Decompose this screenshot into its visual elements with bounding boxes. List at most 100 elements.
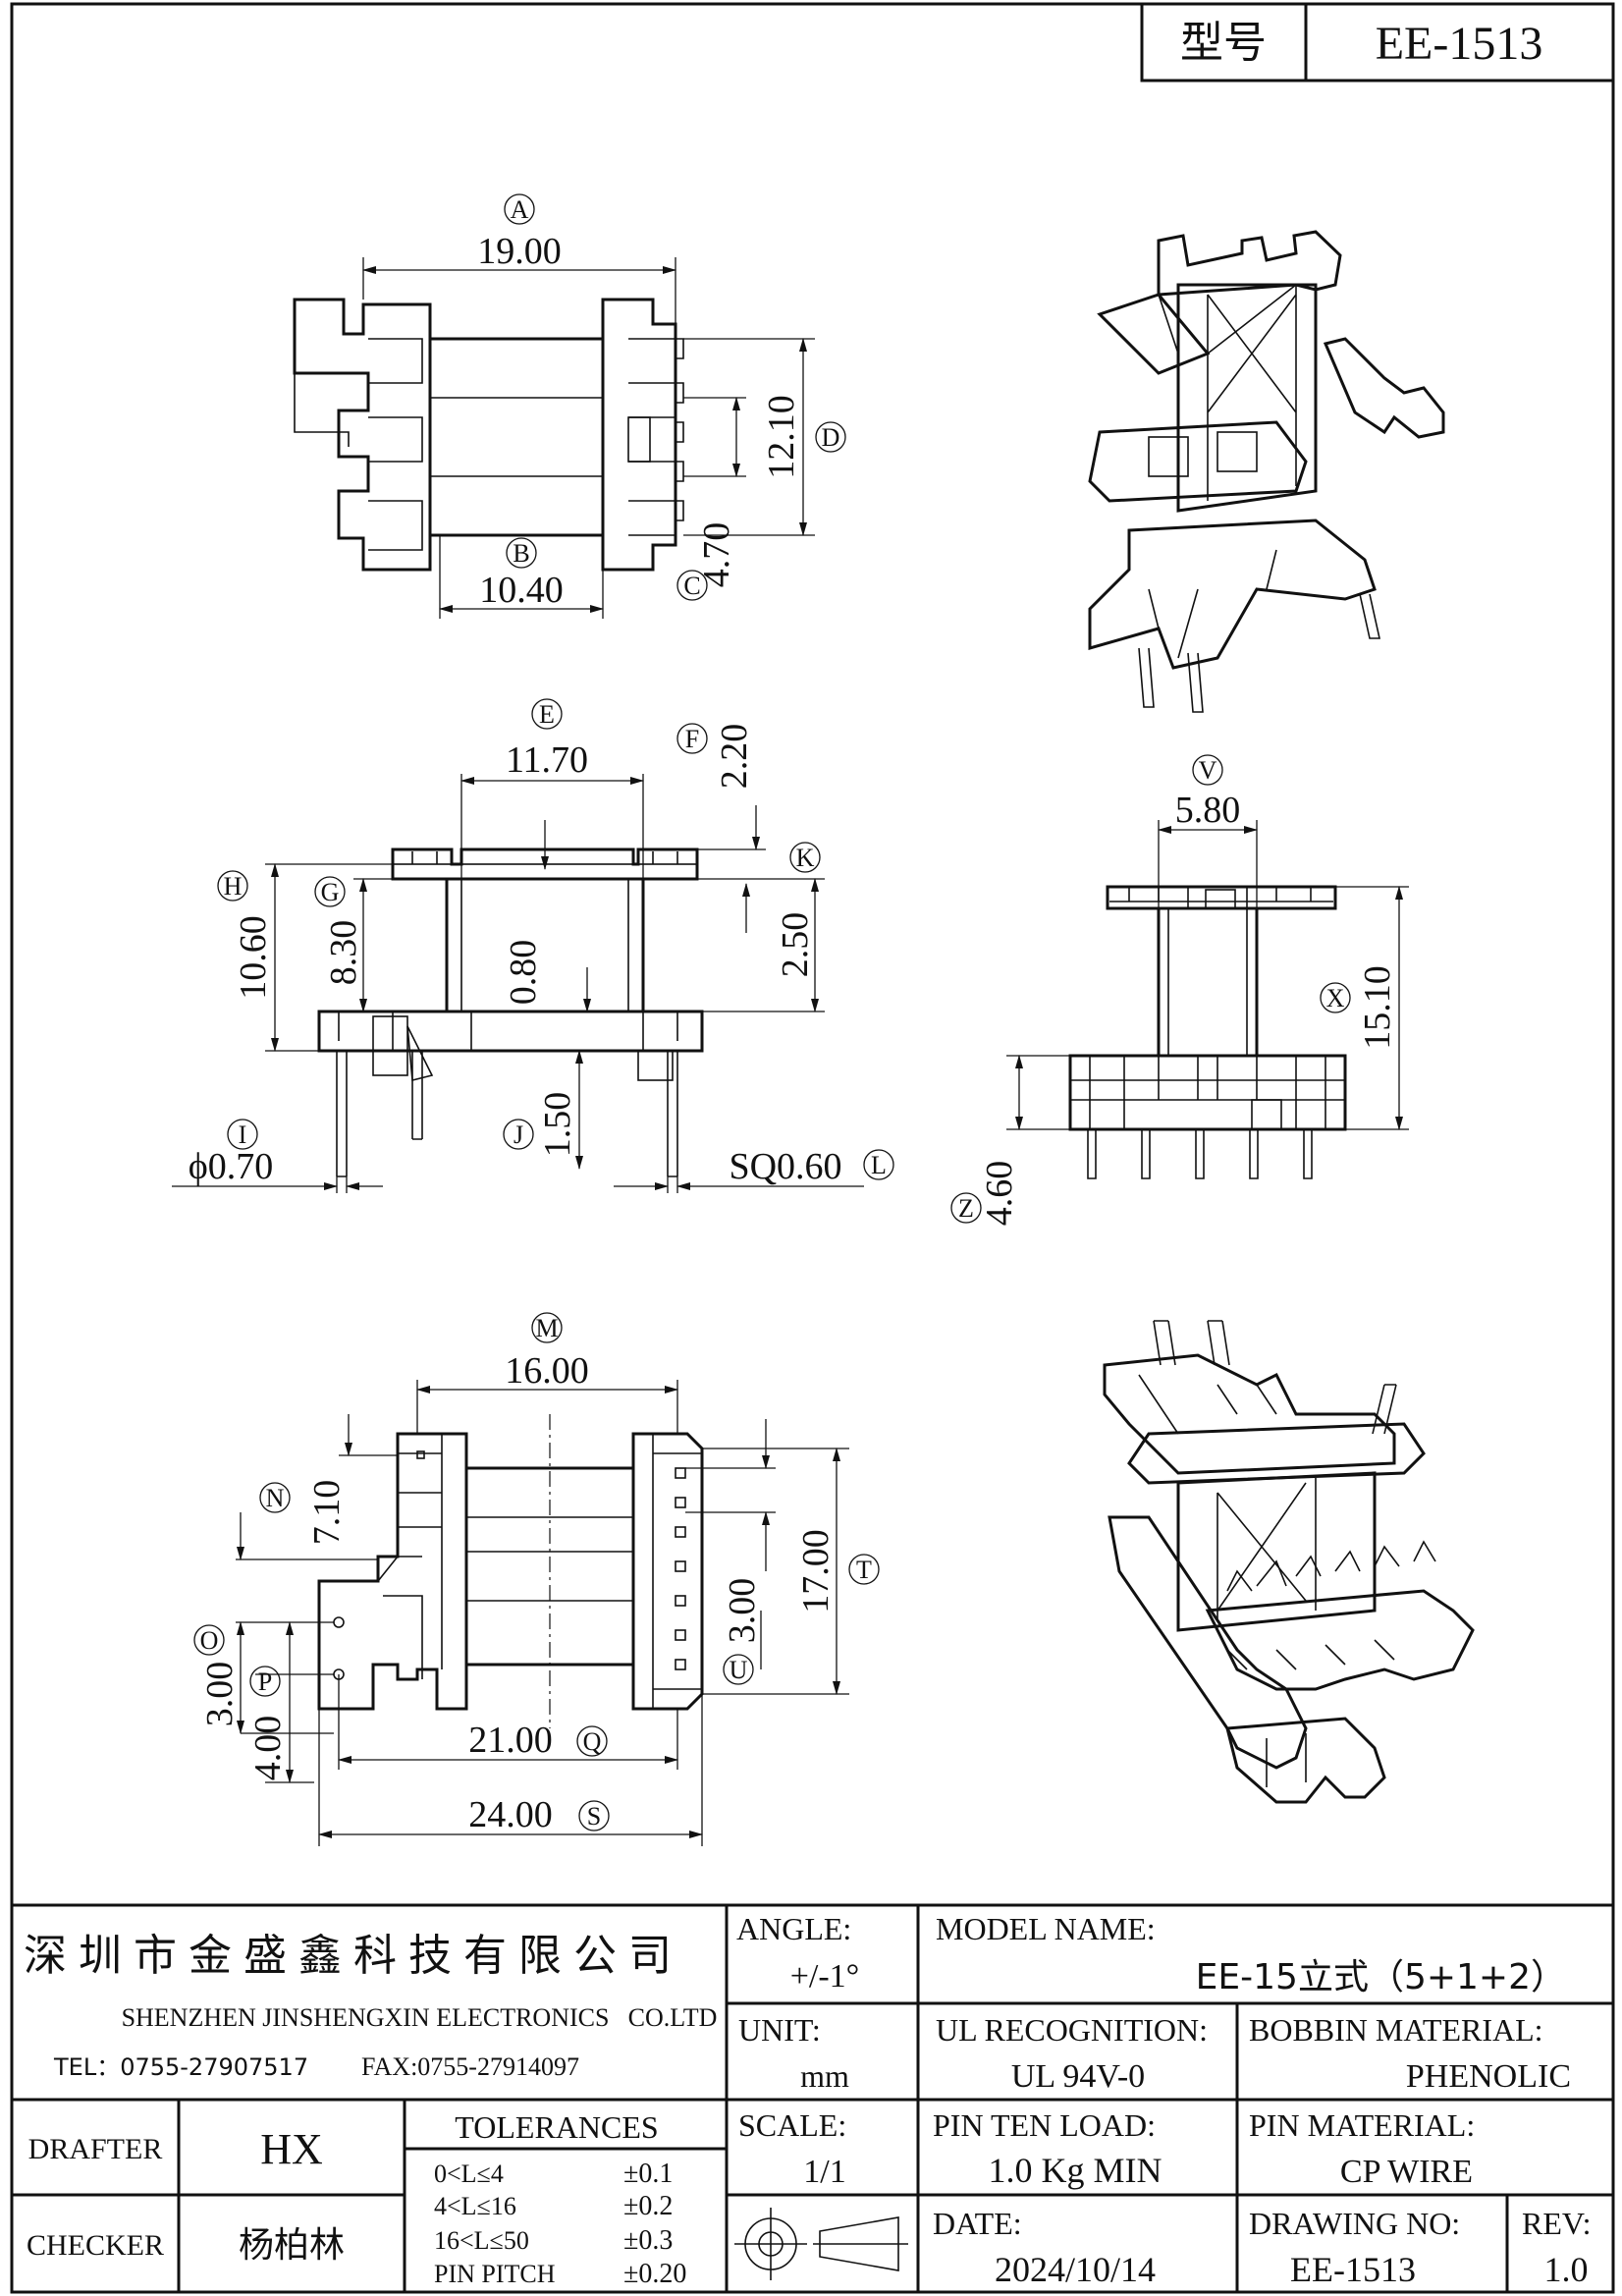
callout-g: G (321, 878, 340, 906)
isometric-top (1088, 230, 1445, 713)
drawing-no-label: DRAWING NO: (1249, 2206, 1460, 2241)
dim-t: 17.00 (795, 1529, 837, 1613)
dim-o: 3.00 (199, 1662, 241, 1727)
callout-u: U (730, 1656, 748, 1684)
date-label: DATE: (933, 2206, 1022, 2241)
model-label: 型号 (1180, 18, 1267, 68)
dim-x: 15.10 (1357, 965, 1398, 1050)
dim-q: 21.00 (468, 1720, 553, 1761)
tolerances-label: TOLERANCES (455, 2109, 658, 2145)
dim-center: 0.80 (503, 940, 544, 1006)
dim-n: 7.10 (306, 1480, 348, 1546)
callout-a: A (511, 195, 529, 224)
company-name-cn: 深圳市金盛鑫科技有限公司 (24, 1931, 683, 1981)
dim-k: 2.50 (775, 912, 816, 978)
tol-range-1: 0<L≤4 (434, 2159, 504, 2188)
dim-b: 10.40 (479, 570, 564, 611)
dim-v: 5.80 (1175, 790, 1241, 831)
callout-k: K (796, 844, 815, 872)
callout-s: S (587, 1802, 601, 1831)
pin-material-value: CP WIRE (1340, 2154, 1473, 2190)
callout-c: C (683, 572, 700, 600)
tol-range-4: PIN PITCH (434, 2260, 556, 2288)
company-suffix: CO.LTD (628, 2003, 718, 2032)
callout-z: Z (958, 1194, 974, 1223)
pin-load-value: 1.0 Kg MIN (989, 2151, 1162, 2190)
checker-label: CHECKER (27, 2229, 164, 2262)
isometric-bottom (1103, 1320, 1475, 1804)
drawing-no-value: EE-1513 (1290, 2250, 1416, 2289)
dim-i: ϕ0.70 (189, 1146, 274, 1187)
callout-m: M (535, 1314, 558, 1342)
dim-s: 24.00 (468, 1794, 553, 1835)
dim-p: 4.00 (247, 1716, 289, 1781)
unit-label: UNIT: (738, 2012, 821, 2048)
model-name-label: MODEL NAME: (936, 1911, 1156, 1946)
callout-j: J (514, 1121, 523, 1149)
angle-value: +/-1° (790, 1958, 860, 1995)
scale-value: 1/1 (803, 2154, 845, 2190)
scale-label: SCALE: (738, 2107, 846, 2143)
callout-h: H (224, 872, 243, 901)
unit-value: mm (800, 2058, 849, 2094)
tol-range-2: 4<L≤16 (434, 2192, 516, 2220)
callout-l: L (871, 1151, 887, 1179)
model-value: EE-1513 (1376, 18, 1543, 70)
pin-load-label: PIN TEN LOAD: (933, 2107, 1156, 2143)
tol-value-4: ±0.20 (623, 2259, 686, 2289)
tol-value-3: ±0.3 (623, 2225, 673, 2256)
rev-label: REV: (1522, 2206, 1592, 2241)
callout-d: D (822, 423, 840, 452)
tol-value-1: ±0.1 (623, 2159, 673, 2189)
callout-i: I (239, 1121, 247, 1149)
tol-range-3: 16<L≤50 (434, 2226, 529, 2255)
drafter-value: HX (260, 2125, 323, 2173)
dim-c: 4.70 (696, 522, 737, 588)
pin-material-label: PIN MATERIAL: (1249, 2107, 1475, 2143)
rev-value: 1.0 (1544, 2250, 1589, 2289)
company-fax: FAX:0755-27914097 (361, 2052, 579, 2081)
ul-label: UL RECOGNITION: (936, 2012, 1208, 2048)
dim-m: 16.00 (505, 1350, 589, 1392)
dim-l: SQ0.60 (729, 1146, 841, 1187)
bobbin-material-label: BOBBIN MATERIAL: (1249, 2012, 1543, 2048)
projection-symbol (734, 2208, 908, 2280)
callout-b: B (513, 539, 529, 568)
callout-n: N (266, 1484, 285, 1512)
dim-h: 10.60 (233, 915, 274, 1000)
company-tel: TEL：0755-27907517 (53, 2053, 308, 2081)
company-name-en: SHENZHEN JINSHENGXIN ELECTRONICS (122, 2003, 610, 2032)
dim-u: 3.00 (722, 1578, 763, 1644)
dim-a: 19.00 (477, 231, 562, 272)
callout-p: P (258, 1667, 272, 1696)
dim-g: 8.30 (323, 920, 364, 986)
bobbin-material-value: PHENOLIC (1406, 2058, 1571, 2095)
angle-label: ANGLE: (736, 1911, 851, 1946)
callout-q: Q (583, 1727, 602, 1756)
bottom-view: 16.00 M 7.10 N 3.00 O 4.00 P 17.00 T 3.0… (193, 1312, 880, 1846)
callout-x: X (1326, 984, 1345, 1012)
dim-d: 12.10 (761, 395, 802, 479)
drafter-label: DRAFTER (28, 2133, 163, 2165)
callout-f: F (685, 725, 699, 753)
header-model-box: 型号 EE-1513 (1140, 2, 1615, 82)
dim-j: 1.50 (537, 1092, 578, 1158)
tol-value-2: ±0.2 (623, 2191, 673, 2221)
ul-value: UL 94V-0 (1011, 2058, 1145, 2095)
sheet-border (10, 2, 1615, 2294)
date-value: 2024/10/14 (995, 2250, 1156, 2289)
model-name-value: EE-15立式（5+1+2） (1196, 1957, 1566, 1997)
checker-value: 杨柏林 (239, 2225, 345, 2266)
dim-z: 4.60 (979, 1161, 1020, 1227)
top-view: 19.00 A 10.40 B 12.10 D 4.70 C (293, 193, 846, 619)
side-view: 5.80 V 15.10 X 4.60 Z (950, 754, 1409, 1227)
dim-e: 11.70 (506, 739, 588, 781)
callout-e: E (539, 700, 555, 729)
callout-v: V (1199, 756, 1217, 785)
dim-f: 2.20 (714, 724, 755, 790)
callout-o: O (200, 1626, 219, 1655)
callout-t: T (856, 1556, 872, 1584)
front-view: 11.70 E 2.20 F 2.50 K 10.60 H 8.30 G 0.8… (172, 698, 894, 1193)
title-block: 深圳市金盛鑫科技有限公司 SHENZHEN JINSHENGXIN ELECTR… (12, 1903, 1613, 2292)
